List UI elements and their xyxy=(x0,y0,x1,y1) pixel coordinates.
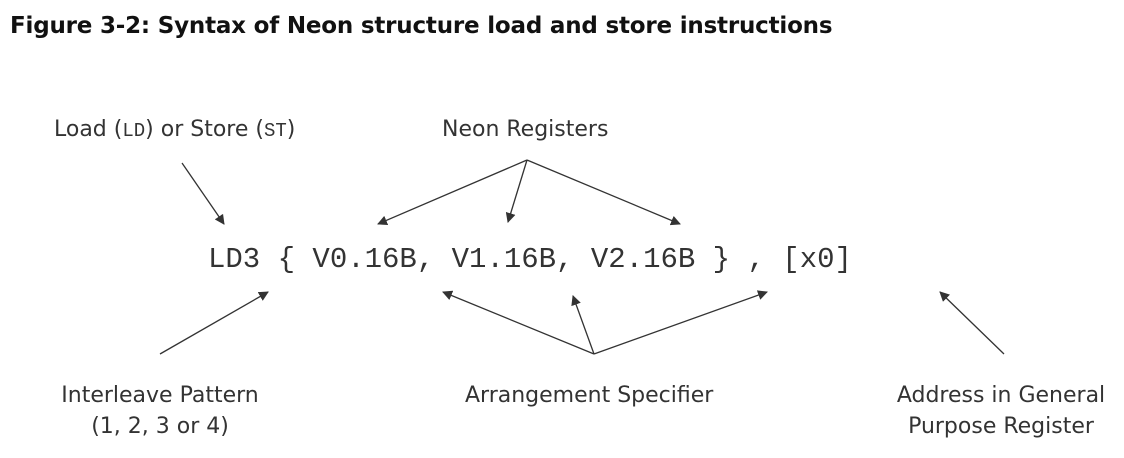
arrow-neon-v0 xyxy=(377,159,528,226)
arrow-neon-v1 xyxy=(505,159,528,223)
arrow-neon-v2 xyxy=(526,159,681,226)
instruction-code: LD3 { V0.16B, V1.16B, V2.16B } , [x0] xyxy=(208,243,852,276)
arrow-address xyxy=(939,291,1005,355)
interleave-line2: (1, 2, 3 or 4) xyxy=(91,414,229,439)
load-code: LD xyxy=(122,120,146,142)
load-store-suffix: ) xyxy=(286,117,296,142)
arrow-interleave xyxy=(159,291,269,355)
interleave-line1: Interleave Pattern xyxy=(61,383,259,408)
figure-title: Figure 3-2: Syntax of Neon structure loa… xyxy=(10,13,833,39)
label-arrangement-specifier: Arrangement Specifier xyxy=(465,383,714,408)
arrow-arrangement-v2 xyxy=(593,290,768,355)
arrow-arrangement-v1 xyxy=(571,295,595,355)
label-load-store: Load (LD) or Store (ST) xyxy=(54,114,295,147)
label-interleave-pattern: Interleave Pattern (1, 2, 3 or 4) xyxy=(50,380,270,442)
address-line2: Purpose Register xyxy=(908,414,1094,439)
arrow-load-store xyxy=(181,162,225,225)
label-neon-registers: Neon Registers xyxy=(442,117,609,142)
load-store-prefix: Load ( xyxy=(54,117,123,142)
label-address-register: Address in General Purpose Register xyxy=(880,380,1122,442)
arrow-arrangement-v0 xyxy=(442,290,595,355)
store-code: ST xyxy=(263,120,287,142)
address-line1: Address in General xyxy=(896,383,1106,408)
load-store-middle: ) or Store ( xyxy=(145,117,264,142)
